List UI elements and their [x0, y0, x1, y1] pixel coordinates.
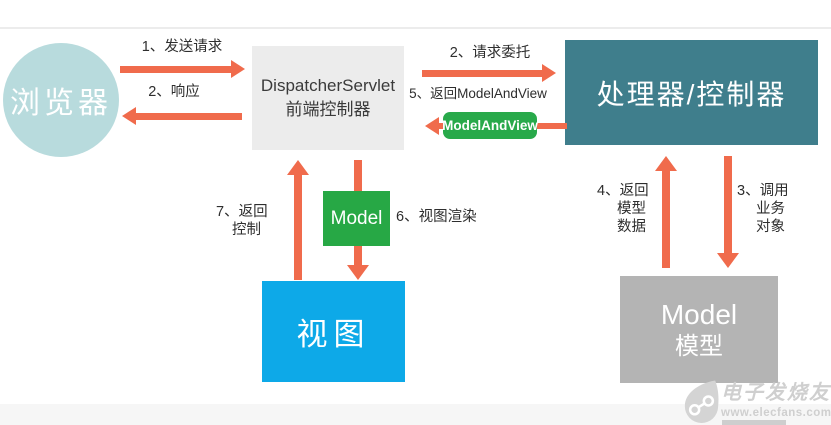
view-node: 视图 [262, 281, 405, 382]
top-divider-line [0, 27, 831, 29]
step3-line3: 对象 [756, 218, 785, 235]
return-model-data-arrow [655, 156, 677, 268]
modelandview-node: ModelAndView [442, 112, 538, 139]
model-small-label: Model [330, 207, 383, 229]
arrowhead-left [122, 107, 136, 125]
step3-line2: 业务 [756, 200, 785, 217]
step5-label: 5、返回ModelAndView [409, 86, 547, 101]
watermark-url: www.elecfans.com [721, 407, 831, 419]
elecfans-logo-icon [684, 380, 719, 423]
browser-label: 浏览器 [10, 87, 112, 120]
model-big-node: Model 模型 [620, 276, 778, 383]
step4-line2: 模型 [617, 200, 646, 217]
arrowhead-down [717, 253, 739, 268]
arrowhead-up [287, 160, 309, 175]
arrow-shaft [422, 69, 542, 77]
call-business-arrow [717, 156, 739, 268]
arrowhead-left [425, 117, 439, 135]
step3-line1: 3、调用 [737, 183, 789, 199]
view-label: 视图 [296, 317, 371, 352]
send-request-arrow [120, 60, 245, 78]
watermark-brand: 电子发烧友 [721, 382, 831, 404]
dispatcher-servlet-node: DispatcherServlet 前端控制器 [252, 46, 404, 150]
step7-line2: 控制 [232, 221, 261, 238]
arrow-shaft [662, 171, 670, 268]
step6-label: 6、视图渲染 [396, 209, 477, 225]
request-delegate-arrow [422, 64, 556, 82]
response-arrow [122, 107, 242, 125]
watermark-underline [722, 420, 786, 425]
step7-label: 7、返回 控制 [216, 203, 268, 239]
arrow-shaft [724, 156, 732, 253]
model-small-node: Model [323, 191, 390, 246]
arrowhead-down [347, 265, 369, 280]
modelandview-label: ModelAndView [442, 118, 538, 133]
step1-label: 1、发送请求 [141, 39, 223, 55]
step4-line1: 4、返回 [597, 183, 649, 199]
dispatcher-title: DispatcherServlet [260, 76, 396, 96]
arrow-shaft [136, 112, 242, 120]
dispatcher-subtitle: 前端控制器 [285, 100, 371, 119]
step2-delegate-label: 2、请求委托 [449, 45, 531, 61]
model-big-subtitle: 模型 [675, 333, 723, 360]
return-control-arrow [287, 160, 309, 280]
step4-label: 4、返回 模型 数据 [597, 182, 649, 236]
watermark: 电子发烧友 www.elecfans.com [721, 383, 831, 419]
arrow-shaft [294, 175, 302, 280]
step2-response-label: 2、响应 [148, 84, 200, 100]
step3-label: 3、调用 业务 对象 [737, 182, 789, 236]
bottom-band [0, 404, 831, 425]
arrow-shaft [120, 65, 231, 73]
step7-line1: 7、返回 [216, 204, 268, 220]
browser-node: 浏览器 [3, 43, 119, 157]
model-big-title: Model [660, 299, 738, 330]
handler-label: 处理器/控制器 [596, 78, 787, 110]
arrowhead-right [542, 64, 556, 82]
handler-controller-node: 处理器/控制器 [565, 40, 818, 145]
step4-line3: 数据 [617, 218, 646, 235]
arrowhead-up [655, 156, 677, 171]
arrowhead-right [231, 60, 245, 78]
